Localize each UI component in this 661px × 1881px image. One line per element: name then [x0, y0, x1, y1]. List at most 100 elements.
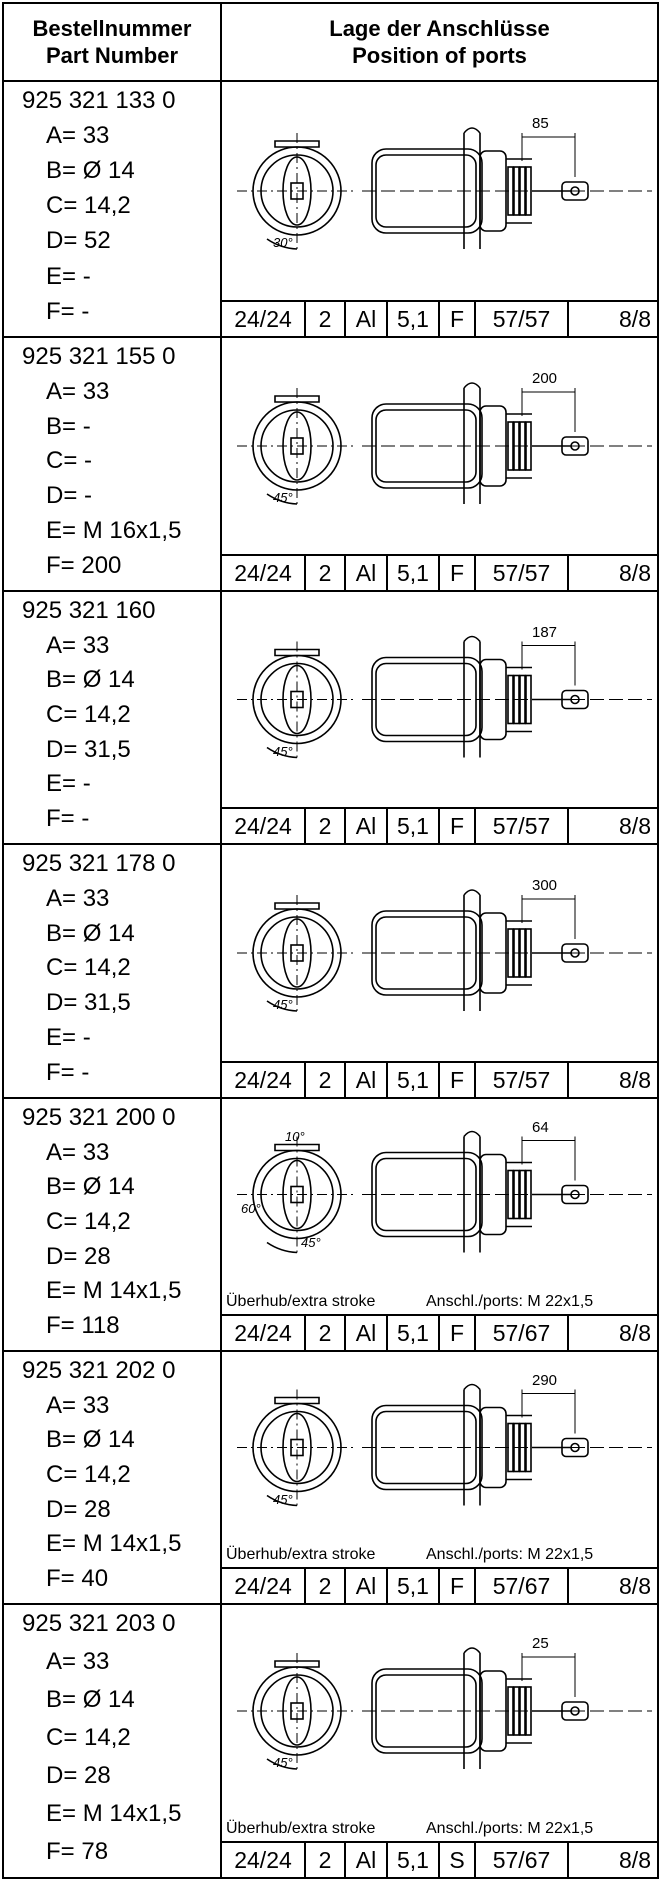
- spec-value: B= Ø 14: [46, 1686, 135, 1714]
- spec-strip-cell: 8/8: [619, 1847, 651, 1873]
- part-number: 925 321 178 0: [22, 850, 176, 877]
- spec-strip-cell: Al: [346, 1843, 388, 1877]
- spec-value: C= 14,2: [46, 954, 131, 982]
- part-number: 925 321 202 0: [22, 1357, 176, 1384]
- front-view-tab: [274, 902, 320, 910]
- spec-value: B= Ø 14: [46, 1173, 135, 1201]
- spec-value: F= 40: [46, 1564, 109, 1592]
- spec-strip-cell: F: [440, 1316, 476, 1350]
- spec-strip-cell: 24/24: [222, 809, 306, 843]
- angle-arc: [266, 1494, 298, 1507]
- spec-strip-cell: 5,1: [388, 809, 440, 843]
- spec-strip-cell: F: [440, 809, 476, 843]
- stroke-dimension: 85: [532, 115, 549, 132]
- port-drawing: [237, 635, 652, 759]
- spec-strip-cell: 24/24: [222, 1316, 306, 1350]
- spec-strip-cell: 57/67: [476, 1843, 569, 1877]
- extra-stroke-label: Überhub/extra stroke: [226, 1820, 376, 1837]
- spec-value: E= M 16x1,5: [46, 516, 182, 544]
- front-view-tab: [274, 648, 320, 657]
- spec-strip-cell: F: [440, 1063, 476, 1097]
- spec-strip-cell: 24/24: [222, 1063, 306, 1097]
- spec-value: A= 33: [46, 377, 110, 405]
- spec-value: A= 33: [46, 122, 110, 150]
- spec-value: A= 33: [46, 1391, 110, 1419]
- spec-value: F= 118: [46, 1311, 120, 1339]
- angle-label: 45°: [273, 997, 293, 1012]
- header-part-number-de: Bestellnummer: [32, 16, 192, 41]
- spec-value: D= 31,5: [46, 735, 131, 763]
- angle-label: 30°: [273, 235, 293, 250]
- spec-strip-cell: 57/57: [476, 1063, 569, 1097]
- header-port-position: Lage der Anschlüsse Position of ports: [220, 2, 659, 82]
- stroke-dimension: 200: [532, 370, 558, 387]
- spec-strip-cell: 24/24: [222, 1569, 306, 1603]
- spec-value: C= 14,2: [46, 1460, 131, 1488]
- spec-value: F= 200: [46, 551, 122, 579]
- port-drawing: [237, 1130, 652, 1254]
- angle-label: 45°: [273, 1491, 293, 1507]
- angle-label: 60°: [241, 1200, 261, 1216]
- port-drawing: [237, 1383, 652, 1507]
- extra-stroke-label: Überhub/extra stroke: [226, 1293, 376, 1310]
- spec-value: B= -: [46, 412, 91, 440]
- spec-strip-cell: Al: [346, 302, 388, 336]
- spec-value: E= M 14x1,5: [46, 1530, 182, 1558]
- angle-label: 45°: [301, 1234, 321, 1250]
- spec-strip-cell: 57/67: [476, 1569, 569, 1603]
- spec-strip-cell: 57/57: [476, 809, 569, 843]
- side-view-clamp: [463, 127, 481, 249]
- spec-strip-cell: 8/8: [619, 560, 651, 586]
- spec-value: B= Ø 14: [46, 666, 135, 694]
- angle-label: 45°: [273, 1755, 293, 1770]
- spec-value: E= -: [46, 262, 91, 290]
- spec-value: B= Ø 14: [46, 1426, 135, 1454]
- front-view-tab: [274, 395, 320, 403]
- spec-strip-cell: 2: [306, 809, 346, 843]
- spec-strip-cell: 24/24: [222, 556, 306, 590]
- spec-value: B= Ø 14: [46, 157, 135, 185]
- ports-thread-label: Anschl./ports: M 22x1,5: [426, 1820, 594, 1837]
- stroke-dimension: 64: [532, 1118, 549, 1136]
- spec-value: C= -: [46, 447, 93, 475]
- spec-strip-cell: 5,1: [388, 1063, 440, 1097]
- spec-strip-cell: 2: [306, 1063, 346, 1097]
- front-view-tab: [274, 1660, 320, 1668]
- part-number: 925 321 133 0: [22, 87, 176, 114]
- angle-arc: [266, 1758, 298, 1770]
- front-view-tab: [274, 1143, 320, 1152]
- front-view-tab: [274, 140, 320, 148]
- header-part-number-en: Part Number: [45, 43, 179, 68]
- port-drawing-cell: 25 45° Überhub/extra stroke Anschl./ports: …: [220, 1605, 659, 1879]
- header-part-number: Bestellnummer Part Number: [2, 2, 222, 82]
- stroke-dimension: 25: [532, 1635, 549, 1652]
- angle-arc: [266, 493, 298, 505]
- side-view-clamp: [463, 635, 481, 758]
- spec-value: A= 33: [46, 1648, 110, 1676]
- port-drawing: [237, 382, 652, 505]
- spec-value: D= 31,5: [46, 989, 131, 1017]
- angle-label: 45°: [273, 490, 293, 505]
- spec-strip-cell: 2: [306, 1843, 346, 1877]
- angle-arc: [266, 1241, 298, 1254]
- spec-value: E= -: [46, 770, 91, 798]
- angle-label: 45°: [273, 743, 293, 759]
